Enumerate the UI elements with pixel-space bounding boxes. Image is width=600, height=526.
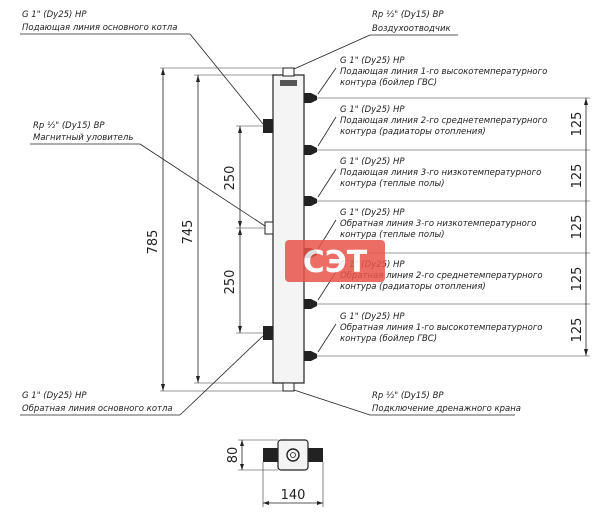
nozzle-circuit-1-tip: [311, 93, 317, 103]
drain-desc: Подключение дренажного крана: [372, 404, 521, 414]
dim-circuit-spacing-3: 125: [570, 215, 585, 240]
dimension-250-pair: 250 250: [223, 125, 265, 334]
circuit-2-line2: Подающая линия 2-го среднетемпературного: [340, 116, 547, 126]
dimension-785: 785: [146, 67, 283, 392]
return-main-nozzle: [263, 326, 273, 340]
dim-lower-spacing: 250: [223, 270, 238, 295]
dim-total-height: 785: [146, 230, 161, 255]
separator-body: [272, 74, 305, 384]
nozzle-circuit-1: [304, 93, 311, 103]
nozzle-circuit-3: [304, 196, 311, 206]
dim-circuit-spacing-2: 125: [570, 164, 585, 189]
circuit-3-line2: Подающая линия 3-го низкотемпературного: [340, 168, 541, 178]
magnet-spec: Rp ½" (Dy15) ВР: [33, 121, 105, 131]
supply-main-desc: Подающая линия основного котла: [22, 23, 177, 33]
section-view: 80 140: [226, 439, 324, 507]
nozzle-circuit-6-tip: [311, 351, 317, 361]
callout-return-main: G 1" (Dy25) НР Обратная линия основного …: [20, 335, 264, 416]
section-body: [277, 439, 309, 471]
magnet-desc: Магнитный уловитель: [33, 133, 133, 143]
callout-circuit-3: G 1" (Dy25) НР Подающая линия 3-го низко…: [317, 157, 541, 198]
nozzle-circuit-2: [304, 145, 311, 155]
dim-circuit-spacing-4: 125: [570, 267, 585, 292]
circuit-6-line2: Обратная линия 1-го высокотемпературного: [340, 323, 542, 333]
nozzle-circuit-6: [304, 351, 311, 361]
section-port: [286, 448, 300, 462]
circuit-2-spec: G 1" (Dy25) НР: [340, 105, 405, 115]
watermark-logo: СЭТ: [285, 240, 385, 282]
supply-main-nozzle: [263, 119, 273, 133]
callout-circuit-2: G 1" (Dy25) НР Подающая линия 2-го средн…: [317, 105, 547, 147]
air-vent-desc: Воздухоотводчик: [372, 24, 451, 34]
circuit-5-line2: Обратная линия 2-го среднетемпературного: [340, 271, 543, 281]
return-main-spec: G 1" (Dy25) НР: [22, 391, 87, 401]
dim-upper-spacing: 250: [223, 166, 238, 191]
air-vent-stub: [282, 67, 295, 77]
section-left-nozzle: [263, 448, 278, 462]
watermark-text: СЭТ: [303, 245, 368, 280]
air-vent-spec: Rp ½" (Dy15) ВР: [372, 10, 444, 20]
return-main-desc: Обратная линия основного котла: [22, 404, 173, 414]
callout-circuit-1: G 1" (Dy25) НР Подающая линия 1-го высок…: [317, 56, 547, 95]
dim-circuit-spacing-5: 125: [570, 318, 585, 343]
circuit-4-line2: Обратная линия 3-го низкотемпературного: [340, 219, 537, 229]
circuit-1-spec: G 1" (Dy25) НР: [340, 56, 405, 66]
circuit-3-line3: контура (теплые полы): [340, 179, 445, 189]
circuit-6-spec: G 1" (Dy25) НР: [340, 312, 405, 322]
callout-drain: Rp ½" (Dy15) ВР Подключение дренажного к…: [293, 389, 521, 416]
circuit-1-line3: контура (бойлер ГВС): [340, 78, 437, 88]
dim-section-width: 140: [281, 488, 306, 503]
dimension-745: 745: [181, 74, 273, 384]
watermark-background: [285, 240, 385, 282]
circuit-1-line2: Подающая линия 1-го высокотемпературного: [340, 67, 547, 77]
body-nameplate: [280, 80, 297, 86]
circuit-nozzles: [304, 93, 317, 361]
supply-main-spec: G 1" (Dy25) НР: [22, 10, 87, 20]
nozzle-circuit-5-tip: [311, 299, 317, 309]
dim-section-height: 80: [226, 447, 241, 464]
magnet-catcher: [264, 221, 274, 235]
nozzle-circuit-2-tip: [311, 145, 317, 155]
callout-air-vent: Rp ½" (Dy15) ВР Воздухоотводчик: [293, 10, 458, 70]
dim-body-height: 745: [181, 220, 196, 245]
nozzle-circuit-5: [304, 299, 311, 309]
circuit-3-spec: G 1" (Dy25) НР: [340, 157, 405, 167]
dim-circuit-spacing-1: 125: [570, 112, 585, 137]
section-right-nozzle: [308, 448, 323, 462]
callout-magnet-catcher: Rp ½" (Dy15) ВР Магнитный уловитель: [30, 121, 266, 227]
circuit-5-line3: контура (радиаторы отопления): [340, 282, 486, 292]
circuit-4-spec: G 1" (Dy25) НР: [340, 208, 405, 218]
callout-circuit-6: G 1" (Dy25) НР Обратная линия 1-го высок…: [317, 312, 542, 353]
circuit-6-line3: контура (бойлер ГВС): [340, 334, 437, 344]
drain-spec: Rp ½" (Dy15) ВР: [372, 391, 444, 401]
nozzle-circuit-3-tip: [311, 196, 317, 206]
circuit-2-line3: контура (радиаторы отопления): [340, 127, 486, 137]
circuit-4-line3: контура (теплые полы): [340, 230, 445, 240]
callout-supply-main: G 1" (Dy25) НР Подающая линия основного …: [20, 10, 264, 125]
dimension-chain-125: 125 125 125 125 125: [317, 97, 590, 357]
drain-stub: [282, 382, 295, 392]
